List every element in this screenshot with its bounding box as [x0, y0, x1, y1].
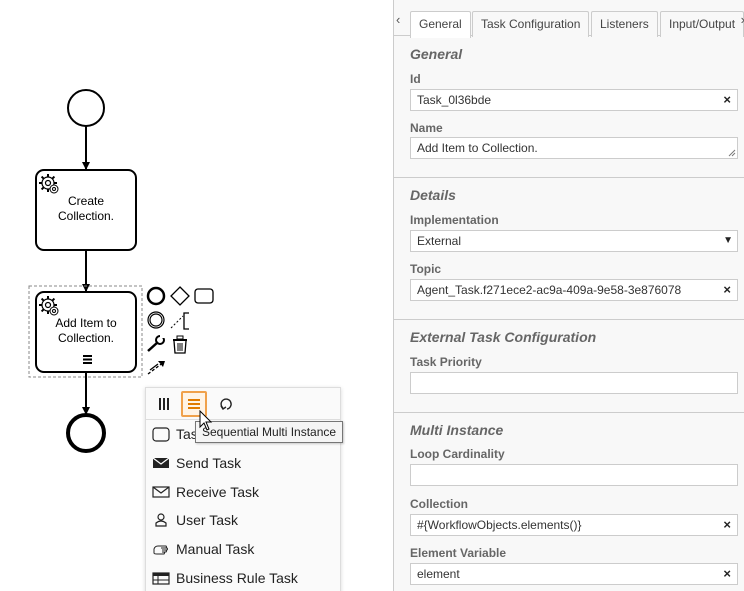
topic-label: Topic — [410, 262, 442, 276]
clear-topic-button[interactable]: × — [723, 282, 731, 297]
group-title: Details — [410, 187, 456, 203]
popup-entry-user-task[interactable]: User Task — [146, 506, 340, 534]
append-task-icon[interactable] — [194, 288, 214, 304]
task-priority-input[interactable] — [410, 372, 738, 394]
tab-input-output[interactable]: Input/Output — [660, 11, 744, 37]
add-item-task-label: Add Item to Collection. — [36, 316, 136, 346]
diagram-svg — [28, 89, 214, 453]
gear-icon — [39, 296, 59, 316]
sequential-marker-icon — [83, 355, 92, 364]
popup-entry-label: User Task — [176, 512, 238, 528]
parallel-multi-instance-button[interactable] — [151, 391, 177, 417]
topic-value: Agent_Task.f271ece2-ac9a-409a-9e58-3e876… — [417, 283, 682, 297]
group-external-task-configuration: External Task Configuration Task Priorit… — [394, 320, 744, 413]
popup-entry-label: Send Task — [176, 455, 242, 471]
popup-entry-manual-task[interactable]: Manual Task — [146, 535, 340, 563]
add-item-task-label-line2: Collection. — [57, 331, 115, 345]
mouse-cursor-icon — [199, 410, 213, 431]
group-general: General Id Task_0l36bde × Name Add Item … — [394, 37, 744, 178]
name-value: Add Item to Collection. — [417, 141, 538, 155]
user-icon — [146, 512, 176, 528]
popup-entry-receive-task[interactable]: Receive Task — [146, 478, 340, 506]
element-variable-input[interactable]: element × — [410, 563, 738, 585]
sequential-marker-icon — [188, 399, 200, 409]
topic-input[interactable]: Agent_Task.f271ece2-ac9a-409a-9e58-3e876… — [410, 279, 738, 301]
name-label: Name — [410, 121, 443, 135]
tab-general[interactable]: General — [410, 11, 471, 38]
collection-label: Collection — [410, 497, 469, 511]
loop-cardinality-input[interactable] — [410, 464, 738, 486]
table-icon — [146, 571, 176, 585]
sequential-multi-instance-button[interactable] — [181, 391, 207, 417]
task-icon — [146, 426, 176, 442]
popup-entry-business-rule-task[interactable]: Business Rule Task — [146, 564, 340, 591]
start-event[interactable] — [67, 89, 105, 127]
id-input[interactable]: Task_0l36bde × — [410, 89, 738, 111]
popup-entry-label: Business Rule Task — [176, 570, 298, 586]
element-variable-label: Element Variable — [410, 546, 507, 560]
send-envelope-icon — [146, 457, 176, 469]
trash-icon[interactable] — [173, 335, 187, 354]
popup-entry-label: Receive Task — [176, 484, 260, 500]
popup-entry-label: Manual Task — [176, 541, 255, 557]
receive-envelope-icon — [146, 486, 176, 498]
name-textarea[interactable]: Add Item to Collection. — [410, 137, 738, 159]
clear-collection-button[interactable]: × — [723, 517, 731, 532]
text-annotation-icon[interactable] — [170, 312, 189, 330]
element-variable-value: element — [417, 567, 460, 581]
group-title: Multi Instance — [410, 422, 504, 438]
group-multi-instance: Multi Instance Loop Cardinality Collecti… — [394, 413, 744, 591]
tooltip: Sequential Multi Instance — [195, 421, 344, 443]
collection-value: #{WorkflowObjects.elements()} — [417, 518, 582, 532]
group-details: Details Implementation External ▼ Topic … — [394, 178, 744, 320]
popup-header — [146, 388, 340, 420]
create-task-label-line2: Collection. — [57, 209, 115, 223]
bpmn-canvas[interactable]: Create Collection. Add Item to Collectio… — [0, 0, 393, 591]
hand-icon — [146, 542, 176, 556]
loop-cardinality-label: Loop Cardinality — [410, 447, 505, 461]
id-value: Task_0l36bde — [417, 93, 492, 107]
task-priority-label: Task Priority — [410, 355, 482, 369]
group-title: External Task Configuration — [410, 329, 597, 345]
properties-panel: ‹ General Task Configuration Listeners I… — [393, 0, 744, 591]
append-end-event-icon[interactable] — [146, 286, 166, 306]
resize-grip-icon[interactable] — [728, 149, 736, 157]
replace-popup-menu: Task Send Task Receive Task User Task Ma… — [145, 387, 341, 591]
tab-listeners[interactable]: Listeners — [591, 11, 658, 37]
clear-element-variable-button[interactable]: × — [723, 566, 731, 581]
popup-entry-send-task[interactable]: Send Task — [146, 449, 340, 477]
end-event[interactable] — [66, 413, 106, 453]
tab-scroll-left-button[interactable]: ‹ — [396, 12, 401, 27]
group-title: General — [410, 46, 463, 62]
add-item-task-label-line1: Add Item to — [55, 316, 117, 330]
collection-input[interactable]: #{WorkflowObjects.elements()} × — [410, 514, 738, 536]
append-intermediate-event-icon[interactable] — [147, 311, 165, 329]
tab-task-configuration[interactable]: Task Configuration — [472, 11, 590, 37]
loop-icon — [220, 398, 232, 410]
id-label: Id — [410, 72, 421, 86]
implementation-value: External — [417, 234, 462, 248]
intermediate-inner-ring — [149, 313, 163, 327]
create-task-label: Create Collection. — [36, 194, 136, 224]
clear-id-button[interactable]: × — [723, 92, 731, 107]
gear-icon — [39, 174, 59, 194]
tab-scroll-right-button[interactable]: › — [741, 12, 744, 27]
append-gateway-icon[interactable] — [170, 286, 190, 306]
create-task-label-line1: Create — [67, 194, 105, 208]
loop-button[interactable] — [214, 391, 240, 417]
implementation-select[interactable]: External ▼ — [410, 230, 738, 252]
chevron-down-icon: ▼ — [723, 235, 733, 246]
parallel-marker-icon — [159, 398, 169, 410]
tabs-bar: ‹ General Task Configuration Listeners I… — [394, 0, 744, 38]
connect-icon[interactable] — [147, 361, 165, 375]
implementation-label: Implementation — [410, 213, 499, 227]
context-pad — [146, 286, 214, 375]
wrench-icon[interactable] — [147, 334, 166, 352]
